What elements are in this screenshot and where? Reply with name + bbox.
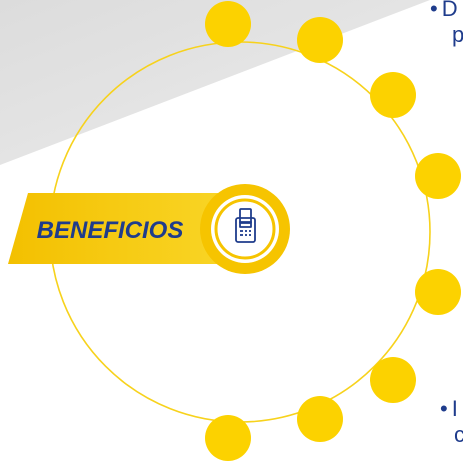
ring-dot (297, 17, 343, 63)
ring-dot (297, 396, 343, 442)
top-bullet-line-1: D (441, 0, 458, 21)
ring-dot (415, 153, 461, 199)
bottom-bullet-text: •I c (440, 396, 463, 448)
ring-dots (205, 1, 461, 461)
ring-dot (205, 1, 251, 47)
center-badge: BENEFICIOS (8, 184, 290, 274)
bullet-dot: • (440, 396, 448, 421)
ring-dot (370, 357, 416, 403)
center-label: BENEFICIOS (37, 217, 184, 244)
bottom-bullet-line-2: c (454, 422, 463, 447)
center-label-pill (8, 193, 228, 264)
ring-dot (370, 72, 416, 118)
bottom-bullet-line-1: I (451, 396, 458, 421)
pos-terminal-icon (235, 208, 256, 243)
center-inner-circle (211, 195, 279, 263)
bullet-dot: • (430, 0, 438, 21)
center-inner-ring (214, 198, 276, 260)
top-bullet-text: •D p (430, 0, 463, 48)
top-bullet-line-2: p (452, 22, 463, 47)
ring-dot (205, 415, 251, 461)
ring-dot (415, 269, 461, 315)
